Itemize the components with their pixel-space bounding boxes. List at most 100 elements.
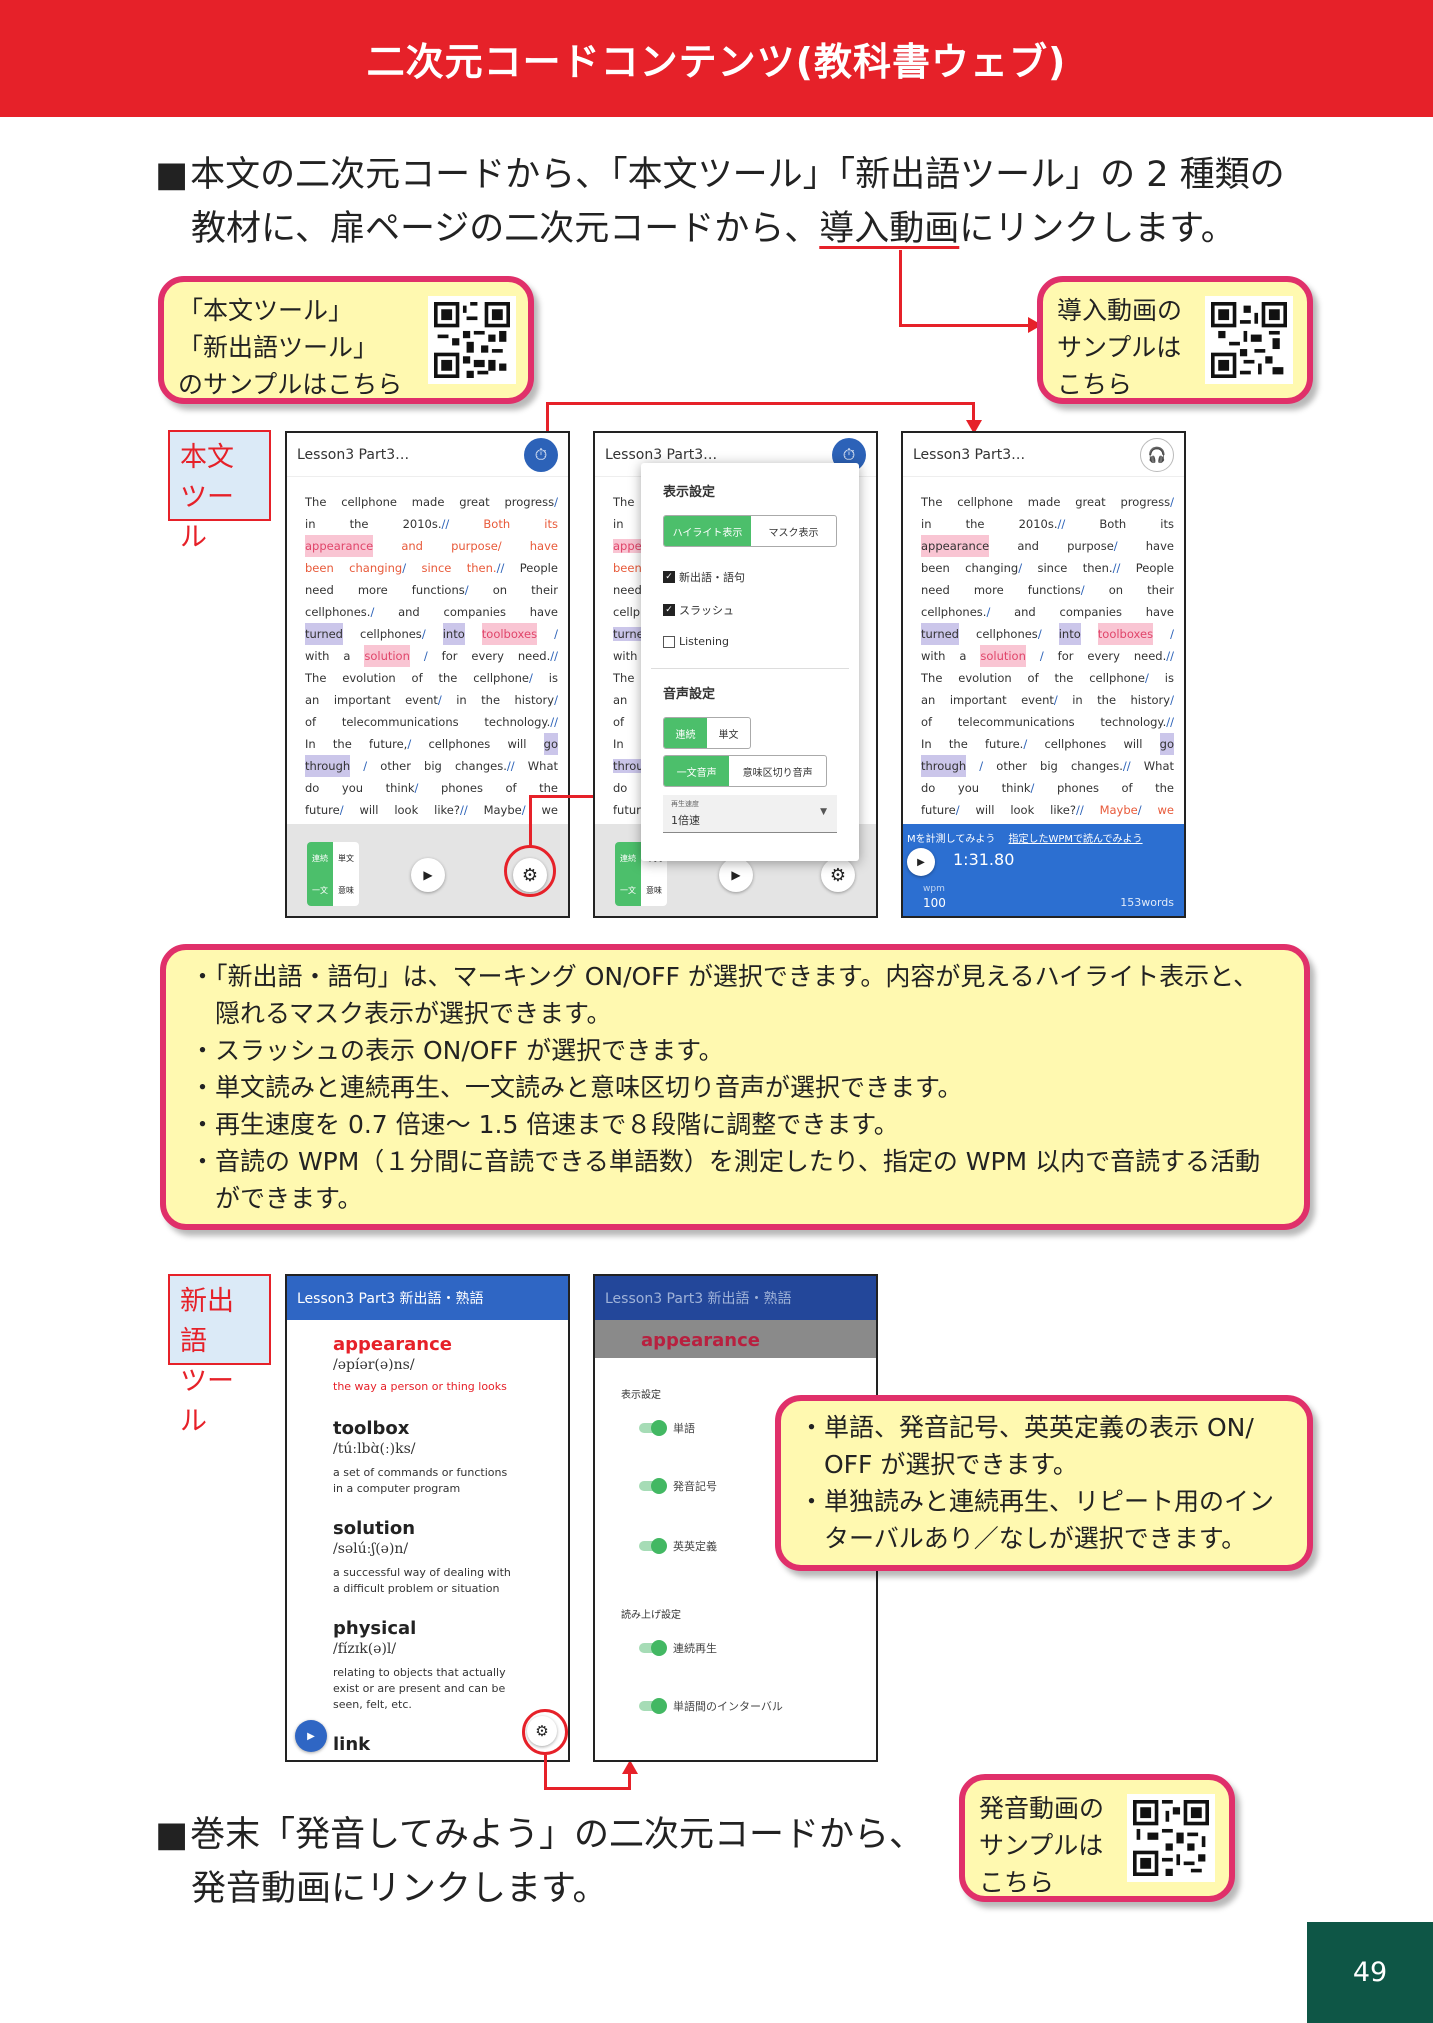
highlight-button[interactable]: ハイライト表示 (664, 516, 751, 546)
play-mode-toggle[interactable]: 連続 単文 一文 意味 (307, 842, 359, 906)
meaning-button[interactable]: 意味 (641, 874, 667, 906)
slash-checkbox[interactable]: ✓ スラッシュ (663, 602, 734, 618)
checkbox-empty-icon[interactable] (663, 635, 675, 648)
speed-select[interactable]: 再生速度 1倍速 ▼ (663, 795, 837, 833)
play-button[interactable]: ▶ (411, 858, 445, 892)
dimmed-entry: appearance (595, 1320, 876, 1358)
square-bullet-icon: ■ (155, 1815, 189, 1855)
vocab-header-title: Lesson3 Part3 新出語・熟語 (287, 1276, 568, 1320)
feature-line: ・「新出語・語句」は、マーキング ON/OFF が選択できます。内容が見えるハイ… (190, 962, 1259, 991)
vocab-entry[interactable]: appearance /əpíər(ə)ns/ the way a person… (333, 1334, 507, 1395)
continuous-button[interactable]: 連続 (615, 842, 641, 874)
header-title: 二次元コードコンテンツ(教科書ウェブ) (366, 40, 1067, 84)
one-sentence-button[interactable]: 一文 (307, 874, 333, 906)
headphones-icon[interactable]: 🎧 (1140, 437, 1174, 472)
vocab-word: appearance (333, 1334, 452, 1355)
checkbox-label: スラッシュ (679, 604, 734, 617)
gear-icon[interactable]: ⚙ (821, 858, 855, 892)
continuous-toggle[interactable]: 連続再生 (639, 1640, 717, 1656)
vocab-tool-screen-1: Lesson3 Part3 新出語・熟語 appearance /əpíər(ə… (285, 1274, 570, 1762)
play-button[interactable]: ▶ (295, 1720, 327, 1752)
continuous-button[interactable]: 連続 (664, 718, 707, 748)
vocab-features-callout: ・単語、発音記号、英英定義の表示 ON/ OFF が選択できます。 ・単独読みと… (775, 1395, 1313, 1571)
vocab-entry[interactable]: toolbox /túːlbɑ̀(ː)ks/ a set of commands… (333, 1418, 507, 1497)
mask-button[interactable]: マスク表示 (768, 527, 819, 539)
feature-line: ・単語、発音記号、英英定義の表示 ON/ (799, 1413, 1254, 1442)
qr-code-icon[interactable] (1205, 296, 1293, 384)
outro-line1: 巻末「発音してみよう」の二次元コードから、 (190, 1815, 925, 1855)
toggle-switch-icon[interactable] (639, 1478, 667, 1494)
feature-line: ができます。 (190, 1184, 363, 1213)
arrow-head-icon (966, 420, 982, 434)
qr-code-icon[interactable] (1127, 1794, 1215, 1882)
audio-split-toggle[interactable]: 一文音声 意味区切り音声 (663, 755, 827, 787)
intro-video-link[interactable]: 導入動画 (819, 209, 960, 249)
vocab-entry[interactable]: link (333, 1734, 370, 1755)
display-mode-toggle[interactable]: ハイライト表示 マスク表示 (663, 515, 837, 547)
word-toggle[interactable]: 単語 (639, 1420, 695, 1436)
toggle-switch-icon[interactable] (639, 1420, 667, 1436)
highlight-circle (522, 1709, 568, 1755)
meaning-split-audio-button[interactable]: 意味区切り音声 (742, 767, 813, 779)
vocab-pronunciation: /əpíər(ə)ns/ (333, 1357, 415, 1373)
checkbox-label: Listening (679, 635, 729, 648)
callout-line: サンプルは (979, 1831, 1104, 1860)
wpm-value[interactable]: 100 (923, 896, 946, 910)
vocab-definition: the way a person or thing looks (333, 1380, 507, 1393)
checkbox-checked-icon[interactable]: ✓ (663, 571, 675, 583)
timer-icon[interactable]: ⏱ (524, 437, 558, 472)
toggle-switch-icon[interactable] (639, 1640, 667, 1656)
pronunciation-sample-callout: 発音動画の サンプルは こちら (959, 1774, 1235, 1902)
timer-display: 1:31.80 (953, 850, 1015, 869)
phone-title: Lesson3 Part3… (605, 446, 718, 463)
one-sentence-button[interactable]: 一文 (615, 874, 641, 906)
vocab-pronunciation: /túːlbɑ̀(ː)ks/ (333, 1441, 416, 1457)
target-wpm-link[interactable]: 指定したWPMで読んでみよう (1008, 834, 1143, 845)
play-button[interactable]: ▶ (907, 848, 935, 876)
callout-line: 発音動画の (979, 1794, 1105, 1823)
phonetic-toggle[interactable]: 発音記号 (639, 1478, 717, 1494)
feature-line: ・音読の WPM（１分間に音読できる単語数）を測定したり、指定の WPM 以内で… (190, 1147, 1261, 1176)
arrow-connector (546, 402, 974, 405)
one-sentence-audio-button[interactable]: 一文音声 (664, 756, 730, 786)
callout-line: 「本文ツール」 (178, 296, 354, 325)
continuous-button[interactable]: 連続 (307, 842, 333, 874)
read-settings-title: 読み上げ設定 (621, 1610, 681, 1621)
play-button[interactable]: ▶ (719, 858, 753, 892)
toggle-switch-icon[interactable] (639, 1698, 667, 1714)
interval-toggle[interactable]: 単語間のインターバル (639, 1698, 783, 1714)
tag-line: 本文 (180, 442, 234, 473)
meaning-button[interactable]: 意味 (333, 874, 359, 906)
single-button[interactable]: 単文 (718, 729, 739, 741)
checkbox-checked-icon[interactable]: ✓ (663, 604, 675, 616)
qr-code-icon[interactable] (428, 296, 516, 384)
definition-toggle[interactable]: 英英定義 (639, 1538, 717, 1554)
new-words-checkbox[interactable]: ✓新出語・語句 (663, 569, 745, 585)
vocab-word: toolbox (333, 1418, 410, 1439)
tools-sample-callout: 「本文ツール」 「新出語ツール」 のサンプルはこちら (158, 276, 534, 404)
feature-line: OFF が選択できます。 (799, 1450, 1078, 1479)
toggle-label: 単語 (673, 1422, 695, 1435)
callout-line: 導入動画の (1057, 296, 1183, 325)
arrow-connector (628, 1772, 631, 1790)
outro-line2: 発音動画にリンクします。 (191, 1869, 608, 1909)
audio-play-toggle[interactable]: 連続 単文 (663, 717, 751, 749)
measure-wpm-link[interactable]: Mを計測してみよう (907, 834, 996, 845)
vocab-entry[interactable]: solution /səlúːʃ(ə)n/ a successful way o… (333, 1518, 511, 1597)
wpm-label: wpm (923, 884, 945, 894)
arrow-connector (899, 324, 1029, 327)
feature-line: ・単文読みと連続再生、一文読みと意味区切り音声が選択できます。 (190, 1073, 963, 1102)
vocab-entry[interactable]: physical /fízɪk(ə)l/ relating to objects… (333, 1618, 506, 1713)
single-button[interactable]: 単文 (333, 842, 359, 874)
toggle-switch-icon[interactable] (639, 1538, 667, 1554)
callout-line: サンプルは (1057, 333, 1182, 362)
video-sample-callout: 導入動画の サンプルは こちら (1037, 276, 1313, 404)
listening-checkbox[interactable]: Listening (663, 635, 729, 648)
toggle-label: 連続再生 (673, 1642, 717, 1655)
divider (651, 668, 849, 669)
audio-settings-title: 音声設定 (663, 687, 716, 702)
feature-line: ・スラッシュの表示 ON/OFF が選択できます。 (190, 1036, 724, 1065)
